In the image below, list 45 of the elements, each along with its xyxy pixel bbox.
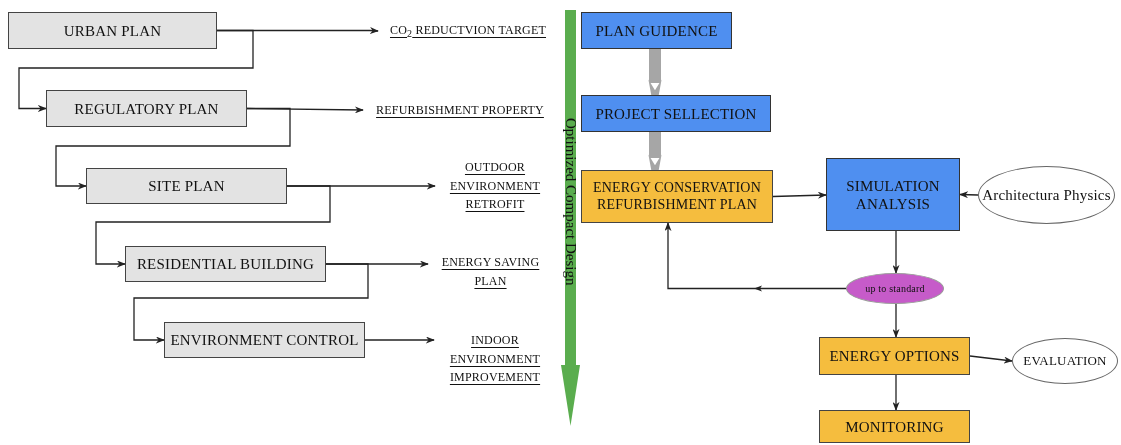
arrow xyxy=(18,29,254,112)
arrow xyxy=(959,191,979,199)
node-label: ENVIRONMENT CONTROL xyxy=(170,331,359,349)
arrow xyxy=(969,355,1013,364)
process-box xyxy=(581,95,771,132)
node-label: INDOOR ENVIRONMENT IMPROVEMENT xyxy=(448,332,542,387)
block-arrow xyxy=(648,49,662,95)
arrow xyxy=(55,107,291,190)
process-box xyxy=(581,12,732,49)
arrow xyxy=(664,222,847,292)
process-box xyxy=(125,246,326,282)
block-arrow xyxy=(648,132,662,170)
node-label: EVALUATION xyxy=(1023,353,1107,369)
node-label: URBAN PLAN xyxy=(63,21,162,40)
vertical-label: Optimized Compact Design xyxy=(562,118,579,286)
node-label: PLAN GUIDENCE xyxy=(595,21,718,40)
arrow xyxy=(95,185,331,268)
arrow xyxy=(772,191,827,199)
arrow xyxy=(892,230,900,274)
arrow xyxy=(892,303,900,338)
process-box xyxy=(819,410,970,443)
process-box xyxy=(581,170,773,223)
process-box xyxy=(86,168,287,204)
process-box xyxy=(164,322,365,358)
node-label: RESIDENTIAL BUILDING xyxy=(136,255,315,273)
node-label: REFURBISHMENT PROPERTY xyxy=(376,101,544,119)
node-label: SIMULATION ANALYSIS xyxy=(845,176,941,213)
node-label: Architectura Physics xyxy=(982,186,1111,204)
node-label: CO$_{2}$ REDUCTVION TARGET xyxy=(390,21,546,41)
process-box xyxy=(826,158,960,231)
node-label: ENERGY OPTIONS xyxy=(829,347,960,365)
node-label: OUTDOOR ENVIRONMENT RETROFIT xyxy=(448,159,542,214)
node-label: PROJECT SELLECTION xyxy=(595,104,757,123)
arrow xyxy=(364,336,435,344)
node-label: ENERGY CONSERVATION REFURBISHMENT PLAN xyxy=(592,179,762,214)
node-label: REGULATORY PLAN xyxy=(74,99,219,118)
node-label: up to standard xyxy=(865,282,925,295)
node-label: MONITORING xyxy=(845,417,944,436)
process-box xyxy=(46,90,247,127)
process-box xyxy=(819,337,970,375)
process-box xyxy=(8,12,217,49)
node-label: SITE PLAN xyxy=(148,177,225,195)
arrow xyxy=(133,263,369,344)
node-label: ENERGY SAVING PLAN xyxy=(440,254,541,290)
arrow xyxy=(892,374,900,411)
